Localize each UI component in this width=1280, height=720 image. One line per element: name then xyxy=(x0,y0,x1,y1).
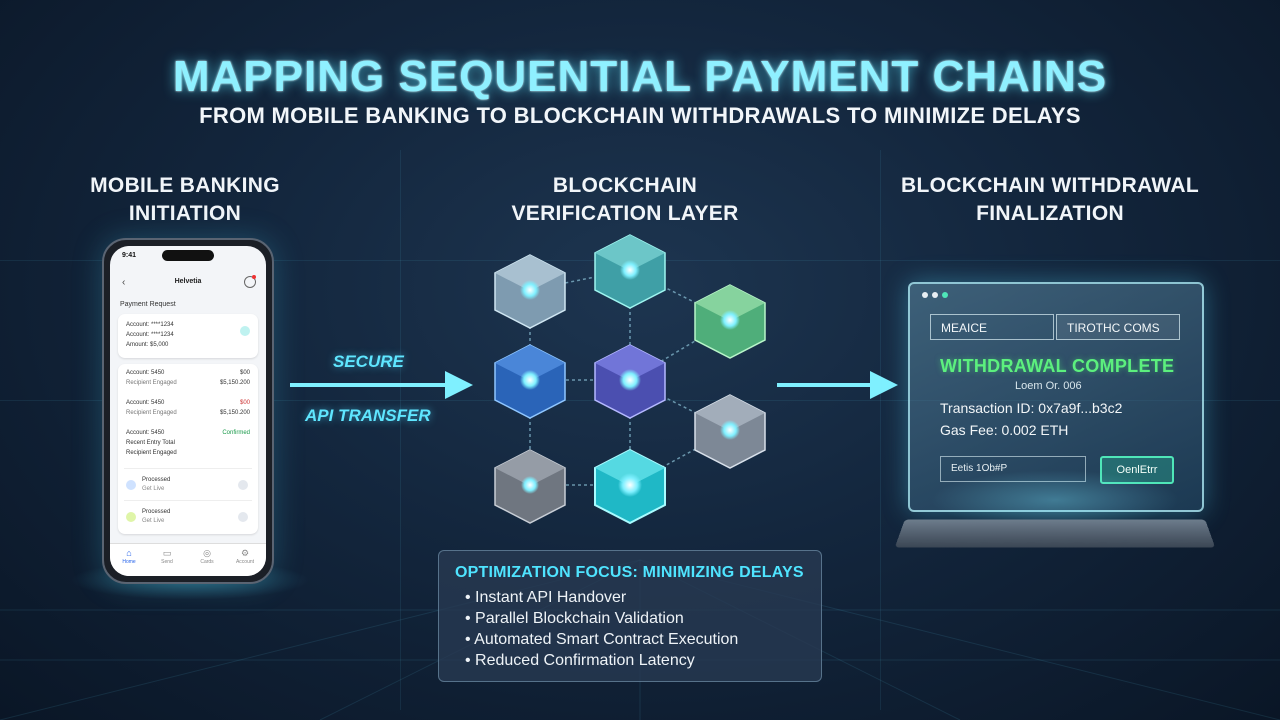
list-sub: Get Live xyxy=(142,518,165,524)
bullet-text: Instant API Handover xyxy=(475,589,627,606)
arrow-label-bottom: API TRANSFER xyxy=(305,406,431,425)
block-cube xyxy=(494,449,566,524)
row-recipient: Recipient Engaged xyxy=(126,450,177,456)
send-icon: ▭ xyxy=(162,548,172,558)
tab-account[interactable]: ⚙Account xyxy=(230,548,260,565)
tab-cards[interactable]: ◎Cards xyxy=(192,548,222,565)
block-cube xyxy=(694,394,766,469)
tab-label: Account xyxy=(235,559,255,565)
bullet-item: • Automated Smart Contract Execution xyxy=(465,631,739,648)
list-sub: Get Live xyxy=(142,486,165,492)
blockchain-network xyxy=(494,234,766,525)
back-icon[interactable]: ‹ xyxy=(122,277,126,288)
tab-home[interactable]: ⌂Home xyxy=(114,548,144,565)
list-title: Processed xyxy=(142,509,171,515)
stage-title-verification: BLOCKCHAIN VERIFICATION LAYER xyxy=(480,172,770,228)
block-cube xyxy=(494,344,566,419)
page-title: MAPPING SEQUENTIAL PAYMENT CHAINS xyxy=(172,52,1108,101)
stage-title-line: FINALIZATION xyxy=(976,202,1124,225)
bullet-item: • Instant API Handover xyxy=(465,589,627,606)
cards-icon: ◎ xyxy=(203,548,211,558)
account-line: Account: ****1234 xyxy=(126,322,174,328)
row-value: $00 xyxy=(239,370,250,376)
smartphone: 9:41 ‹ Helvetia Payment Request Account:… xyxy=(102,238,274,584)
divider xyxy=(124,468,252,469)
row-recipient: Recent Entry Total xyxy=(126,440,175,446)
row-recipient: Recipient Engaged xyxy=(126,380,177,386)
block-cube xyxy=(594,234,666,309)
stage-title-line: BLOCKCHAIN WITHDRAWAL xyxy=(901,174,1199,197)
row-recipient: Recipient Engaged xyxy=(126,410,177,416)
stage-title-mobile: MOBILE BANKING INITIATION xyxy=(60,172,310,228)
stage-title-line: BLOCKCHAIN xyxy=(552,174,698,197)
tab-right[interactable]: TIROTHC COMS xyxy=(1056,314,1180,340)
account-line: Account: ****1234 xyxy=(126,332,174,338)
stage-title-line: VERIFICATION LAYER xyxy=(511,202,739,225)
withdrawal-input[interactable]: Eetis 1Ob#P xyxy=(940,456,1086,482)
processed-icon xyxy=(126,480,136,490)
phone-screen: 9:41 ‹ Helvetia Payment Request Account:… xyxy=(110,246,266,576)
grid-line xyxy=(400,150,401,710)
notification-bell-icon[interactable] xyxy=(244,276,256,288)
optimization-panel: OPTIMIZATION FOCUS: MINIMIZING DELAYS • … xyxy=(438,550,822,682)
block-cube xyxy=(594,448,666,525)
tab-left[interactable]: MEAICE xyxy=(930,314,1054,340)
home-icon: ⌂ xyxy=(126,548,132,558)
tab-send[interactable]: ▭Send xyxy=(152,548,182,565)
app-header: Helvetia xyxy=(174,278,202,285)
transaction-card[interactable]: Account: 5450 $00 Recipient Engaged $5,1… xyxy=(118,364,258,534)
tab-bar: ⌂Home ▭Send ◎Cards ⚙Account xyxy=(110,543,266,576)
window-dot xyxy=(922,292,928,298)
phone-notch xyxy=(162,250,214,261)
amount-line: Amount: $5,000 xyxy=(126,342,169,348)
gas-fee: Gas Fee: 0.002 ETH xyxy=(940,422,1069,438)
divider xyxy=(124,500,252,501)
bullet-text: Parallel Blockchain Validation xyxy=(475,610,684,627)
page-subtitle: FROM MOBILE BANKING TO BLOCKCHAIN WITHDR… xyxy=(199,103,1081,128)
grid-line xyxy=(880,150,881,710)
tab-label: Send xyxy=(161,559,173,565)
tab-label: Cards xyxy=(200,559,214,565)
status-icon xyxy=(240,326,250,336)
window-dot xyxy=(932,292,938,298)
withdrawal-subtext: Loem Or. 006 xyxy=(1015,380,1082,392)
stage-title-line: MOBILE BANKING xyxy=(90,174,280,197)
row-account: Account: 5450 xyxy=(126,430,165,436)
arrow-label-top: SECURE xyxy=(333,352,404,371)
row-status: Confirmed xyxy=(222,430,250,436)
processed-icon xyxy=(126,512,136,522)
confirm-button[interactable]: OenlEtrr xyxy=(1100,456,1174,484)
bullet-text: Reduced Confirmation Latency xyxy=(475,652,695,669)
row-account: Account: 5450 xyxy=(126,400,165,406)
arrow-right-icon xyxy=(290,371,473,399)
action-icon[interactable] xyxy=(238,480,248,490)
row-account: Account: 5450 xyxy=(126,370,165,376)
block-cube xyxy=(694,284,766,359)
panel-title: OPTIMIZATION FOCUS: MINIMIZING DELAYS xyxy=(455,564,804,581)
arrow-right-icon xyxy=(777,371,898,399)
bullet-text: Automated Smart Contract Execution xyxy=(474,631,739,648)
notification-dot xyxy=(252,275,256,279)
block-cube xyxy=(594,344,666,419)
bullet-item: • Parallel Blockchain Validation xyxy=(465,610,684,627)
row-amount: $5,150.200 xyxy=(219,380,250,386)
withdrawal-status: WITHDRAWAL COMPLETE xyxy=(940,356,1175,376)
row-value: $00 xyxy=(239,400,250,406)
hologram-base xyxy=(894,519,1216,548)
account-card[interactable]: Account: ****1234 Account: ****1234 Amou… xyxy=(118,314,258,358)
withdrawal-screen: MEAICE TIROTHC COMS WITHDRAWAL COMPLETE … xyxy=(908,282,1204,512)
status-bar-time: 9:41 xyxy=(122,252,137,259)
tab-label: Home xyxy=(122,559,136,565)
block-cube xyxy=(494,254,566,329)
action-icon[interactable] xyxy=(238,512,248,522)
window-dot xyxy=(942,292,948,298)
stage-title-line: INITIATION xyxy=(128,202,242,225)
row-amount: $5,150.200 xyxy=(219,410,250,416)
section-title: Payment Request xyxy=(120,301,176,308)
bullet-item: • Reduced Confirmation Latency xyxy=(465,652,695,669)
transaction-id: Transaction ID: 0x7a9f...b3c2 xyxy=(940,400,1123,416)
list-title: Processed xyxy=(142,477,171,483)
stage-title-finalization: BLOCKCHAIN WITHDRAWAL FINALIZATION xyxy=(870,172,1230,228)
gear-icon: ⚙ xyxy=(240,548,250,558)
